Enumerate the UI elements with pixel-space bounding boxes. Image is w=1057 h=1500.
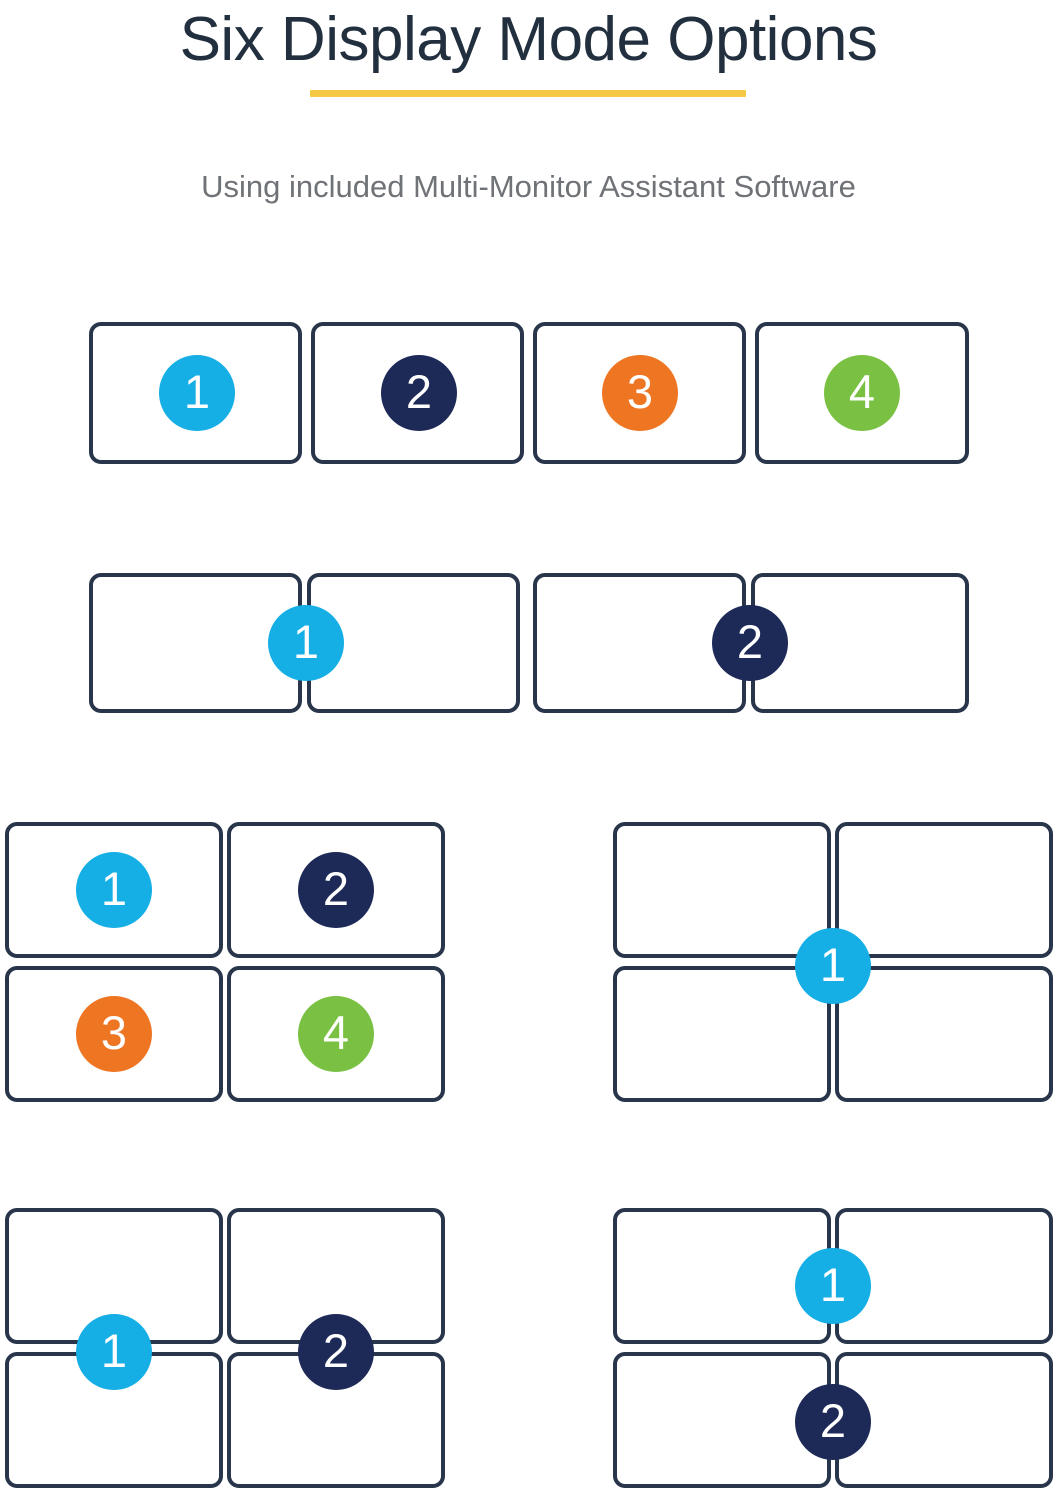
monitor-screen[interactable] [835, 1208, 1053, 1344]
monitor-screen[interactable] [307, 573, 520, 713]
region-badge: 1 [76, 852, 152, 928]
monitor-screen[interactable] [613, 966, 831, 1102]
mode-4-grid-single-region[interactable]: 1 [613, 822, 1053, 1102]
region-badge: 1 [795, 1248, 871, 1324]
monitor-screen[interactable] [835, 822, 1053, 958]
region-badge: 3 [76, 996, 152, 1072]
page-title: Six Display Mode Options [179, 5, 878, 74]
region-badge: 1 [159, 355, 235, 431]
region-badge: 1 [76, 1314, 152, 1390]
region-badge: 2 [381, 355, 457, 431]
monitor-screen[interactable] [835, 1352, 1053, 1488]
region-badge: 3 [602, 355, 678, 431]
page-subtitle: Using included Multi-Monitor Assistant S… [201, 169, 856, 204]
title-underline-rule [310, 90, 746, 97]
mode-6-grid-two-row-regions[interactable]: 1 2 [613, 1208, 1053, 1488]
monitor-screen[interactable] [613, 1352, 831, 1488]
region-badge: 4 [824, 355, 900, 431]
monitor-screen[interactable] [613, 1208, 831, 1344]
region-badge: 2 [712, 605, 788, 681]
mode-2-four-monitors-two-regions[interactable]: 1 2 [89, 573, 969, 713]
region-badge: 2 [298, 1314, 374, 1390]
region-badge: 2 [298, 852, 374, 928]
region-badge: 1 [268, 605, 344, 681]
mode-1-four-monitors-four-regions[interactable]: 1 2 3 4 [89, 322, 969, 464]
monitor-screen[interactable] [89, 573, 302, 713]
mode-5-grid-two-column-regions[interactable]: 1 2 [5, 1208, 445, 1488]
monitor-screen[interactable] [835, 966, 1053, 1102]
page-header: Six Display Mode Options Using included … [0, 0, 1057, 204]
monitor-screen[interactable] [613, 822, 831, 958]
mode-3-grid-four-regions[interactable]: 1 2 3 4 [5, 822, 445, 1102]
monitor-screen[interactable] [533, 573, 746, 713]
region-badge: 1 [795, 928, 871, 1004]
region-badge: 2 [795, 1384, 871, 1460]
region-badge: 4 [298, 996, 374, 1072]
